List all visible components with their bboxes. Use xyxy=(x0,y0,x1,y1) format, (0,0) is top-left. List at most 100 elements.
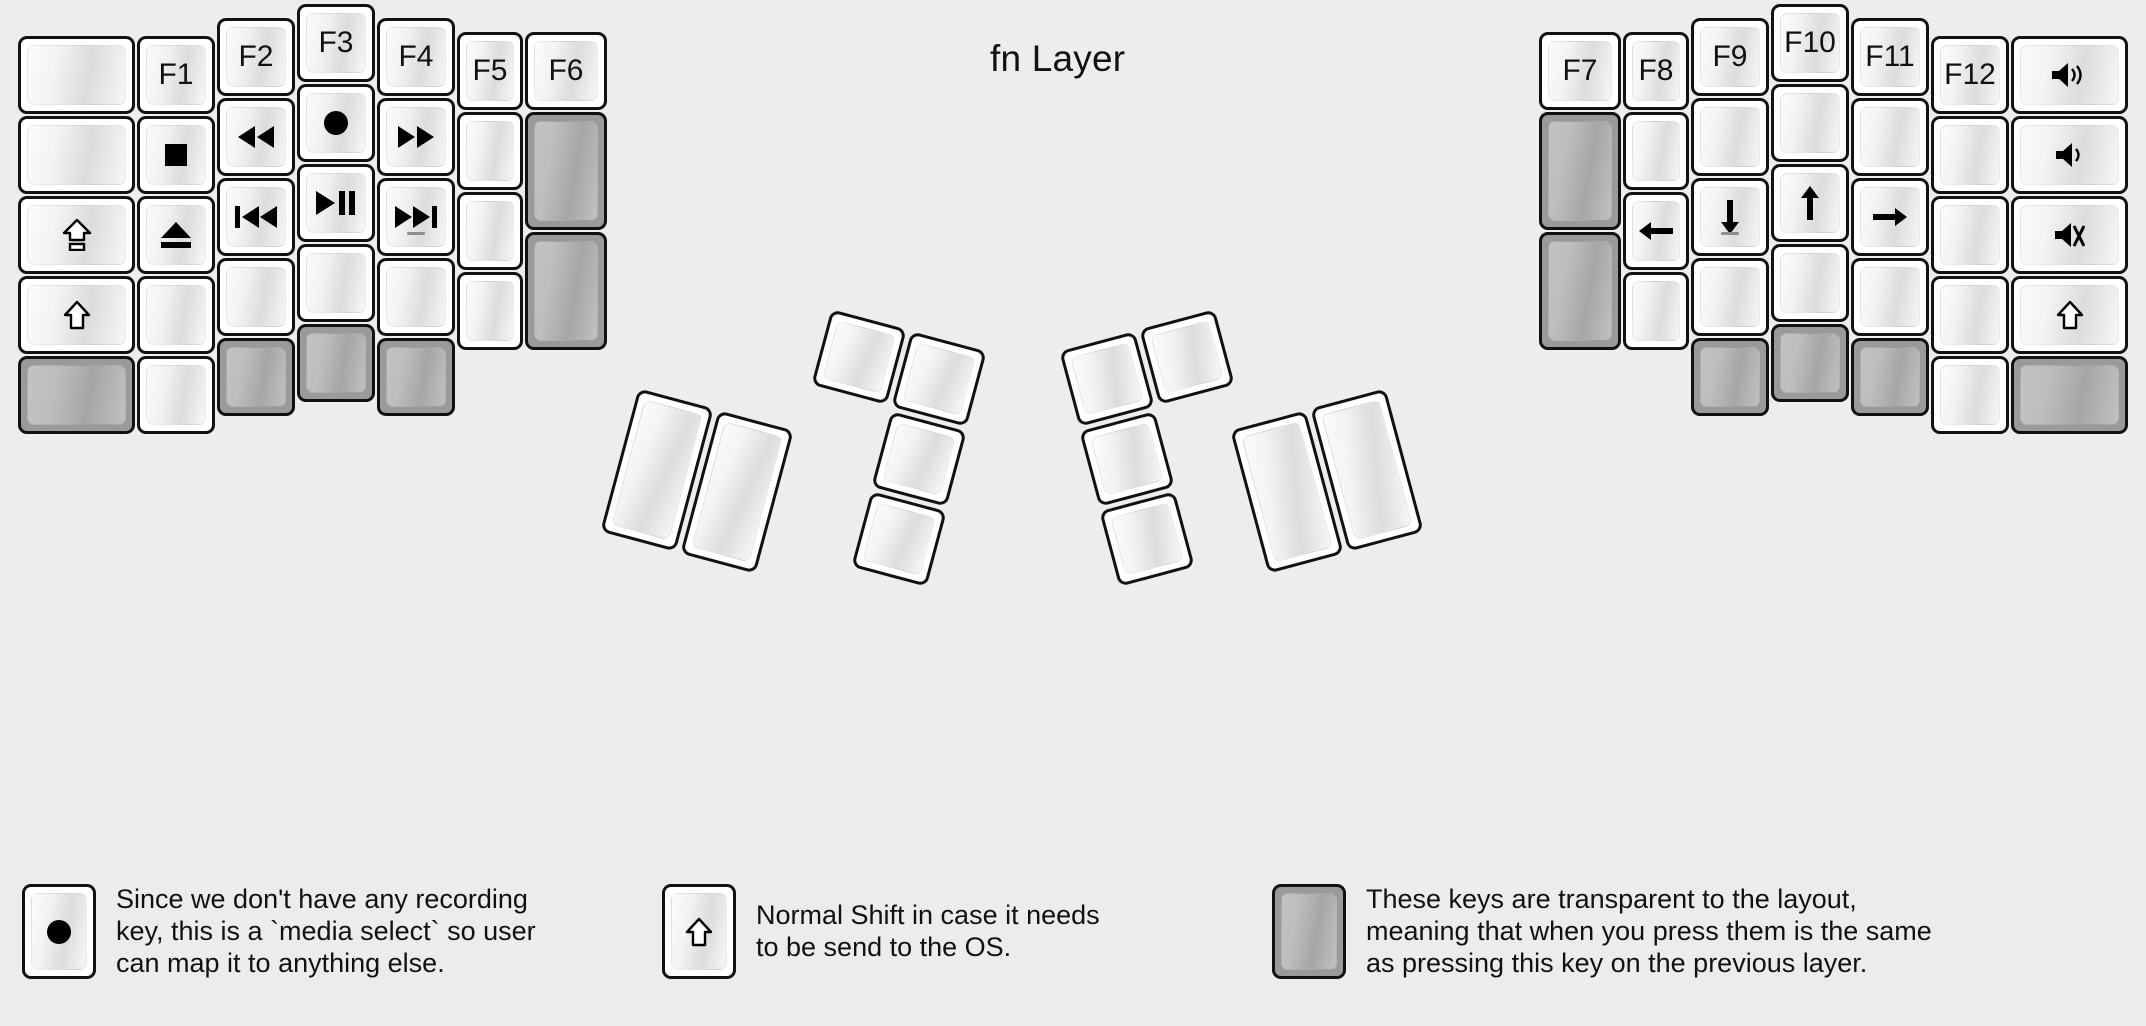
key-left-col-index-r0[interactable]: F4 xyxy=(377,18,455,96)
next-track-icon xyxy=(395,206,437,228)
keycap-face xyxy=(1090,422,1164,496)
capslock-icon xyxy=(62,219,92,251)
legend-item-0: Since we don't have any recording key, t… xyxy=(22,884,536,980)
key-left-col-pinky-r1[interactable] xyxy=(137,116,215,194)
keycap-face xyxy=(466,201,514,261)
key-left-col-ring-r3[interactable] xyxy=(217,258,295,336)
key-left-col-thumb-outer-r0[interactable]: F6 xyxy=(525,32,607,110)
homing-bump-indicator xyxy=(1721,232,1739,235)
key-right-col-index-r2[interactable] xyxy=(1691,178,1769,256)
key-left-col-pinky-outer-r1[interactable] xyxy=(18,116,135,194)
key-right-col-middle-r2[interactable] xyxy=(1771,164,1849,242)
key-right-col-middle-r4[interactable] xyxy=(1771,324,1849,402)
key-left-col-pinky-outer-r2[interactable] xyxy=(18,196,135,274)
key-left-col-index-r2[interactable] xyxy=(377,178,455,256)
keycap-face: F2 xyxy=(226,27,286,87)
key-left-col-index-inner-r0[interactable]: F5 xyxy=(457,32,523,110)
key-right-col-ring-r2[interactable] xyxy=(1851,178,1929,256)
key-left-col-pinky-outer-r0[interactable] xyxy=(18,36,135,114)
keycap-face: F1 xyxy=(146,45,206,105)
keycap-face xyxy=(1780,93,1840,153)
key-left-col-thumb-outer-r1[interactable] xyxy=(525,112,607,230)
key-right-col-index-inner-r2[interactable] xyxy=(1623,192,1689,270)
keycap-face: F4 xyxy=(386,27,446,87)
key-left-col-pinky-outer-r3[interactable] xyxy=(18,276,135,354)
key-right-col-ring-r4[interactable] xyxy=(1851,338,1929,416)
key-right-col-pinky-outer-r1[interactable] xyxy=(2011,116,2128,194)
keycap-face xyxy=(2020,365,2119,425)
key-right-col-ring-r3[interactable] xyxy=(1851,258,1929,336)
key-right-col-pinky-outer-r3[interactable] xyxy=(2011,276,2128,354)
key-left-col-middle-r1[interactable] xyxy=(297,84,375,162)
keycap-face xyxy=(1860,187,1920,247)
key-right-col-pinky-r2[interactable] xyxy=(1931,196,2009,274)
keycap-face xyxy=(671,893,727,970)
key-right-col-ring-r1[interactable] xyxy=(1851,98,1929,176)
keycap-face: F7 xyxy=(1548,41,1612,101)
key-left-col-index-r1[interactable] xyxy=(377,98,455,176)
page-title: fn Layer xyxy=(990,38,1126,79)
keycap-face xyxy=(1070,342,1144,416)
key-right-col-index-inner-r1[interactable] xyxy=(1623,112,1689,190)
key-right-col-index-r0[interactable]: F9 xyxy=(1691,18,1769,96)
keycap-face xyxy=(146,205,206,265)
key-right-col-pinky-outer-r0[interactable] xyxy=(2011,36,2128,114)
legend-item-2: These keys are transparent to the layout… xyxy=(1272,884,1932,980)
key-left-col-thumb-outer-r2[interactable] xyxy=(525,232,607,350)
key-left-col-index-r4[interactable] xyxy=(377,338,455,416)
key-left-col-middle-r2[interactable] xyxy=(297,164,375,242)
key-right-col-pinky-outer-r4[interactable] xyxy=(2011,356,2128,434)
key-right-col-middle-r1[interactable] xyxy=(1771,84,1849,162)
key-right-col-pinky-r4[interactable] xyxy=(1931,356,2009,434)
key-right-col-index-r1[interactable] xyxy=(1691,98,1769,176)
keycap-face xyxy=(822,320,896,394)
key-left-col-index-inner-r1[interactable] xyxy=(457,112,523,190)
key-label: F9 xyxy=(1712,40,1748,73)
keycap-face xyxy=(1940,285,2000,345)
key-right-col-index-inner-r3[interactable] xyxy=(1623,272,1689,350)
keycap-face xyxy=(27,365,126,425)
key-left-col-pinky-r3[interactable] xyxy=(137,276,215,354)
keycap-face xyxy=(466,281,514,341)
key-left-col-middle-r3[interactable] xyxy=(297,244,375,322)
key-right-col-pinky-r3[interactable] xyxy=(1931,276,2009,354)
key-left-col-ring-r1[interactable] xyxy=(217,98,295,176)
key-right-col-middle-r3[interactable] xyxy=(1771,244,1849,322)
legend-sample-key-2 xyxy=(1272,884,1346,980)
key-label: F8 xyxy=(1638,54,1674,87)
key-right-col-pinky-r0[interactable]: F12 xyxy=(1931,36,2009,114)
key-right-col-pinky-outer-r2[interactable] xyxy=(2011,196,2128,274)
keycap-face: F11 xyxy=(1860,27,1920,87)
keycap-face xyxy=(146,365,206,425)
stop-icon xyxy=(165,144,187,166)
key-right-col-thumb-outer-r2[interactable] xyxy=(1539,232,1621,350)
key-right-col-thumb-outer-r1[interactable] xyxy=(1539,112,1621,230)
keycap-face xyxy=(146,125,206,185)
keycap-face xyxy=(146,285,206,345)
key-right-col-thumb-outer-r0[interactable]: F7 xyxy=(1539,32,1621,110)
key-right-col-ring-r0[interactable]: F11 xyxy=(1851,18,1929,96)
key-left-col-pinky-r2[interactable] xyxy=(137,196,215,274)
key-right-col-index-inner-r0[interactable]: F8 xyxy=(1623,32,1689,110)
keycap-face: F6 xyxy=(534,41,598,101)
key-left-col-middle-r4[interactable] xyxy=(297,324,375,402)
key-left-col-index-inner-r3[interactable] xyxy=(457,272,523,350)
key-left-col-ring-r4[interactable] xyxy=(217,338,295,416)
key-right-col-index-r4[interactable] xyxy=(1691,338,1769,416)
key-left-col-middle-r0[interactable]: F3 xyxy=(297,4,375,82)
legend-sample-key-1 xyxy=(662,884,736,979)
key-right-col-middle-r0[interactable]: F10 xyxy=(1771,4,1849,82)
keycap-face xyxy=(386,107,446,167)
key-left-col-ring-r2[interactable] xyxy=(217,178,295,256)
key-right-col-index-r3[interactable] xyxy=(1691,258,1769,336)
key-right-col-pinky-r1[interactable] xyxy=(1931,116,2009,194)
key-left-col-pinky-r0[interactable]: F1 xyxy=(137,36,215,114)
keycap-face xyxy=(1150,320,1224,394)
keycap-face xyxy=(1780,253,1840,313)
key-left-col-pinky-outer-r4[interactable] xyxy=(18,356,135,434)
key-left-col-pinky-r4[interactable] xyxy=(137,356,215,434)
keycap-face xyxy=(1281,893,1337,971)
key-left-col-ring-r0[interactable]: F2 xyxy=(217,18,295,96)
key-left-col-index-r3[interactable] xyxy=(377,258,455,336)
key-left-col-index-inner-r2[interactable] xyxy=(457,192,523,270)
